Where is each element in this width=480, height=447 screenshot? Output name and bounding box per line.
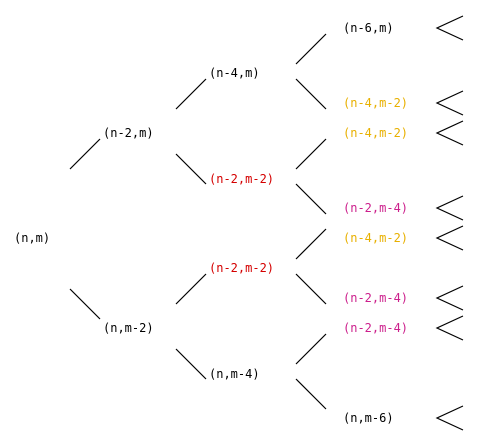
edge-a2-l4: [295, 183, 327, 215]
edge-a1-l2: [295, 78, 327, 110]
node-label-a2: (n-2,m-2): [209, 172, 274, 186]
edge-b2-l7: [295, 333, 327, 365]
branch-mark-l2: [435, 90, 464, 116]
node-label-l3: (n-4,m-2): [343, 126, 408, 140]
branch-mark-l6: [435, 285, 464, 311]
edge-a-a1: [175, 78, 207, 110]
node-label-b2: (n,m-4): [209, 367, 260, 381]
continuation-marks: [435, 15, 464, 431]
edge-a1-l1: [295, 33, 327, 65]
edge-a-a2: [175, 153, 207, 185]
edge-b1-l5: [295, 228, 327, 260]
node-labels: (n,m) (n-2,m) (n,m-2) (n-4,m) (n-2,m-2) (n-2,…: [14, 21, 408, 425]
branch-mark-l5: [435, 225, 464, 251]
edge-b-b1: [175, 273, 207, 305]
branch-mark-l1: [435, 15, 464, 41]
edge-b-b2: [175, 348, 207, 380]
node-label-b: (n,m-2): [103, 321, 154, 335]
edge-a2-l3: [295, 138, 327, 170]
node-label-l8: (n,m-6): [343, 411, 394, 425]
node-label-a: (n-2,m): [103, 126, 154, 140]
branch-mark-l4: [435, 195, 464, 221]
node-label-b1: (n-2,m-2): [209, 261, 274, 275]
branch-mark-l8: [435, 405, 464, 431]
node-label-l2: (n-4,m-2): [343, 96, 408, 110]
tree-edges: [69, 33, 327, 410]
edge-root-a: [69, 138, 101, 170]
node-label-l7: (n-2,m-4): [343, 321, 408, 335]
node-label-l6: (n-2,m-4): [343, 291, 408, 305]
edge-root-b: [69, 288, 101, 320]
branch-mark-l7: [435, 315, 464, 341]
node-label-l1: (n-6,m): [343, 21, 394, 35]
branch-mark-l3: [435, 120, 464, 146]
node-label-l5: (n-4,m-2): [343, 231, 408, 245]
edge-b1-l6: [295, 273, 327, 305]
node-label-l4: (n-2,m-4): [343, 201, 408, 215]
edge-b2-l8: [295, 378, 327, 410]
node-label-a1: (n-4,m): [209, 66, 260, 80]
node-label-root: (n,m): [14, 231, 50, 245]
